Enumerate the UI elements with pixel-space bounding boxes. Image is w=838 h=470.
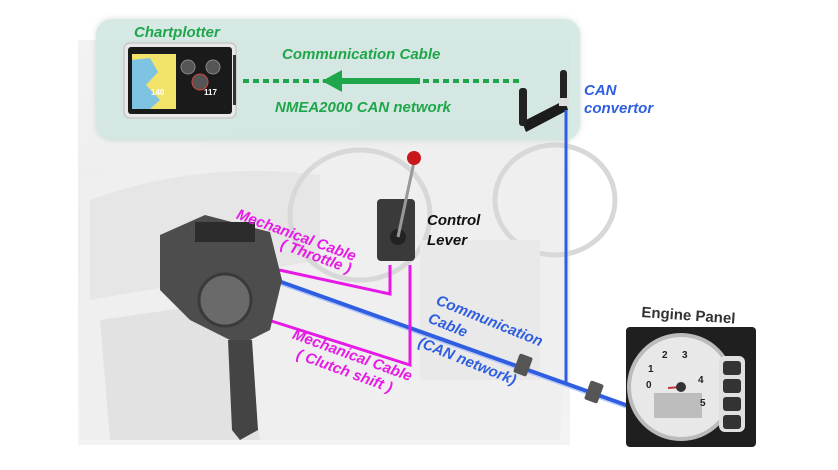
mech-clutch-cable [261,265,412,368]
control-lever-device [377,151,421,261]
chartplotter-readout-left: 140 [151,88,165,97]
can-connector-2 [584,380,604,404]
gauge-tick-2: 2 [662,350,668,361]
gauge-tick-0: 0 [646,380,652,391]
nmea-arrow-head [322,70,342,92]
control-lever-label-line2: Lever [427,232,468,249]
saildrive-leg [228,340,258,440]
control-lever-label-line1: Control [427,212,481,229]
can-convertor-label-line2: convertor [584,100,654,117]
helm-wheel-left [287,147,433,283]
chartplotter-device [123,42,237,119]
can-convertor-device [519,70,569,132]
communication-cable-top-label: Communication Cable [282,46,441,63]
gauge-tick-5: 5 [700,398,706,409]
can-main-cable [269,276,641,412]
nmea-network-label: NMEA2000 CAN network [275,99,451,116]
engine-panel-device [626,327,756,447]
can-convertor-label-line1: CAN [584,82,617,99]
can-connector-1 [513,353,533,377]
chartplotter-label: Chartplotter [134,24,220,41]
engine-device [160,215,282,440]
gauge-tick-3: 3 [682,350,688,361]
mech-throttle-cable [269,265,392,296]
chartplotter-readout-right: 117 [204,88,217,97]
gauge-tick-4: 4 [698,375,704,386]
helm-wheel-right [492,142,618,258]
gauge-tick-1: 1 [648,364,654,375]
